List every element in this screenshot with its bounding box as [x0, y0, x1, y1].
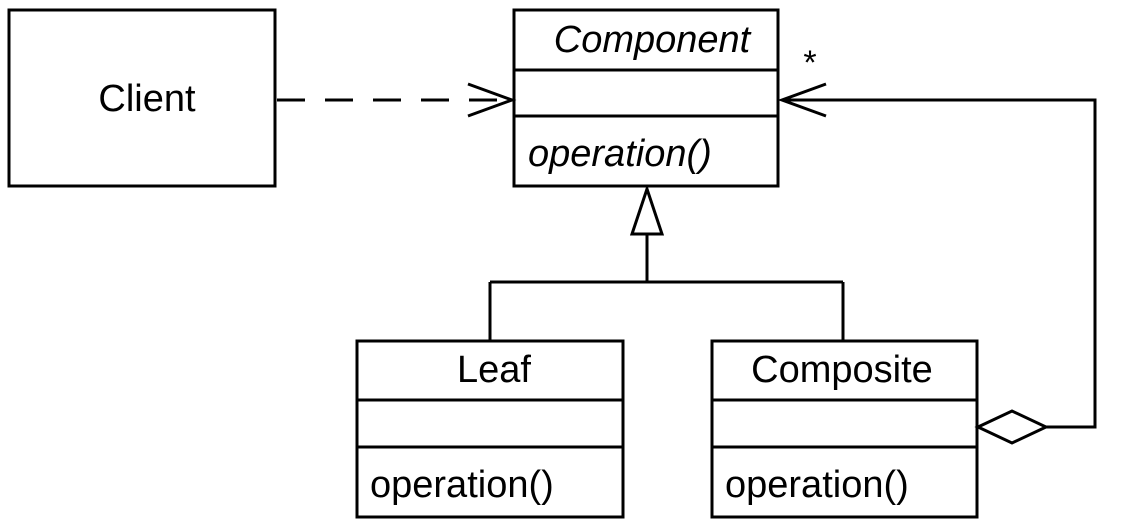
client-component-dependency: [277, 82, 517, 118]
generalization: [488, 184, 845, 341]
aggregation-multiplicity: *: [803, 44, 816, 82]
composite-aggregation: *: [777, 44, 1097, 445]
composite-operation: operation(): [725, 464, 909, 506]
leaf-class[interactable]: Leaf operation(): [355, 339, 625, 519]
client-box: [7, 8, 277, 188]
leaf-box: [355, 339, 625, 519]
aggregation-arrowhead-icon: [777, 82, 827, 118]
leaf-class-name: Leaf: [457, 349, 531, 391]
client-class[interactable]: Client: [7, 8, 277, 188]
composite-box: [710, 339, 979, 519]
client-class-name: Client: [98, 78, 196, 120]
dependency-arrowhead-icon: [467, 82, 517, 118]
component-operation: operation(): [528, 133, 712, 175]
composite-class[interactable]: Composite operation(): [710, 339, 979, 519]
generalization-triangle-icon: [629, 184, 665, 236]
component-class-name: Component: [554, 19, 752, 61]
aggregation-line: [782, 98, 1097, 429]
component-box: [512, 8, 780, 188]
leaf-operation: operation(): [370, 464, 554, 506]
component-class[interactable]: Component operation(): [512, 8, 780, 188]
aggregation-diamond-icon: [974, 409, 1050, 445]
composite-class-name: Composite: [751, 349, 933, 391]
